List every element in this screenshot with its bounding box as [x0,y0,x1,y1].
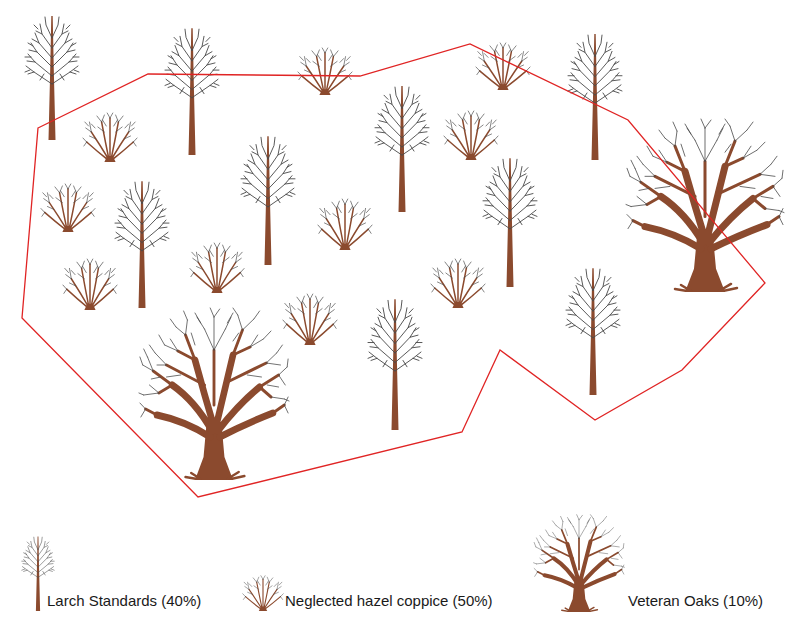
oak-tree [139,308,289,480]
larch-tree [483,158,537,287]
hazel-bush [63,259,117,310]
legend-oak-icon [534,515,625,612]
hazel-bush [283,294,337,345]
hazel-bush [41,184,95,232]
larch-tree [568,34,622,160]
legend-label: Larch Standards (40%) [47,592,201,610]
hazel-bush [190,243,244,293]
legend-entry: Larch Standards (40%) [47,592,201,610]
larch-tree [566,268,620,395]
legend-label: Neglected hazel coppice (50%) [285,592,493,610]
legend-icons [22,515,625,612]
larch-tree [375,86,429,212]
larch-tree [368,299,422,430]
larch-tree [165,28,219,155]
larch-tree [241,136,295,265]
stand-boundary [22,44,765,497]
hazel-bush [431,259,485,308]
hazel-bush [476,43,530,90]
legend-hazel-icon [243,576,284,611]
legend-label: Veteran Oaks (10%) [628,592,763,610]
legend-entry: Neglected hazel coppice (50%) [285,592,493,610]
larch-tree [115,181,169,308]
hazel-bush [298,48,352,95]
larch-standards [25,16,622,430]
hazel-bush [318,199,372,250]
hazel-bush [444,111,498,160]
veteran-oaks [139,119,784,480]
hazel-coppice [41,43,530,345]
legend-entry: Veteran Oaks (10%) [628,592,763,610]
hazel-bush [83,113,137,162]
